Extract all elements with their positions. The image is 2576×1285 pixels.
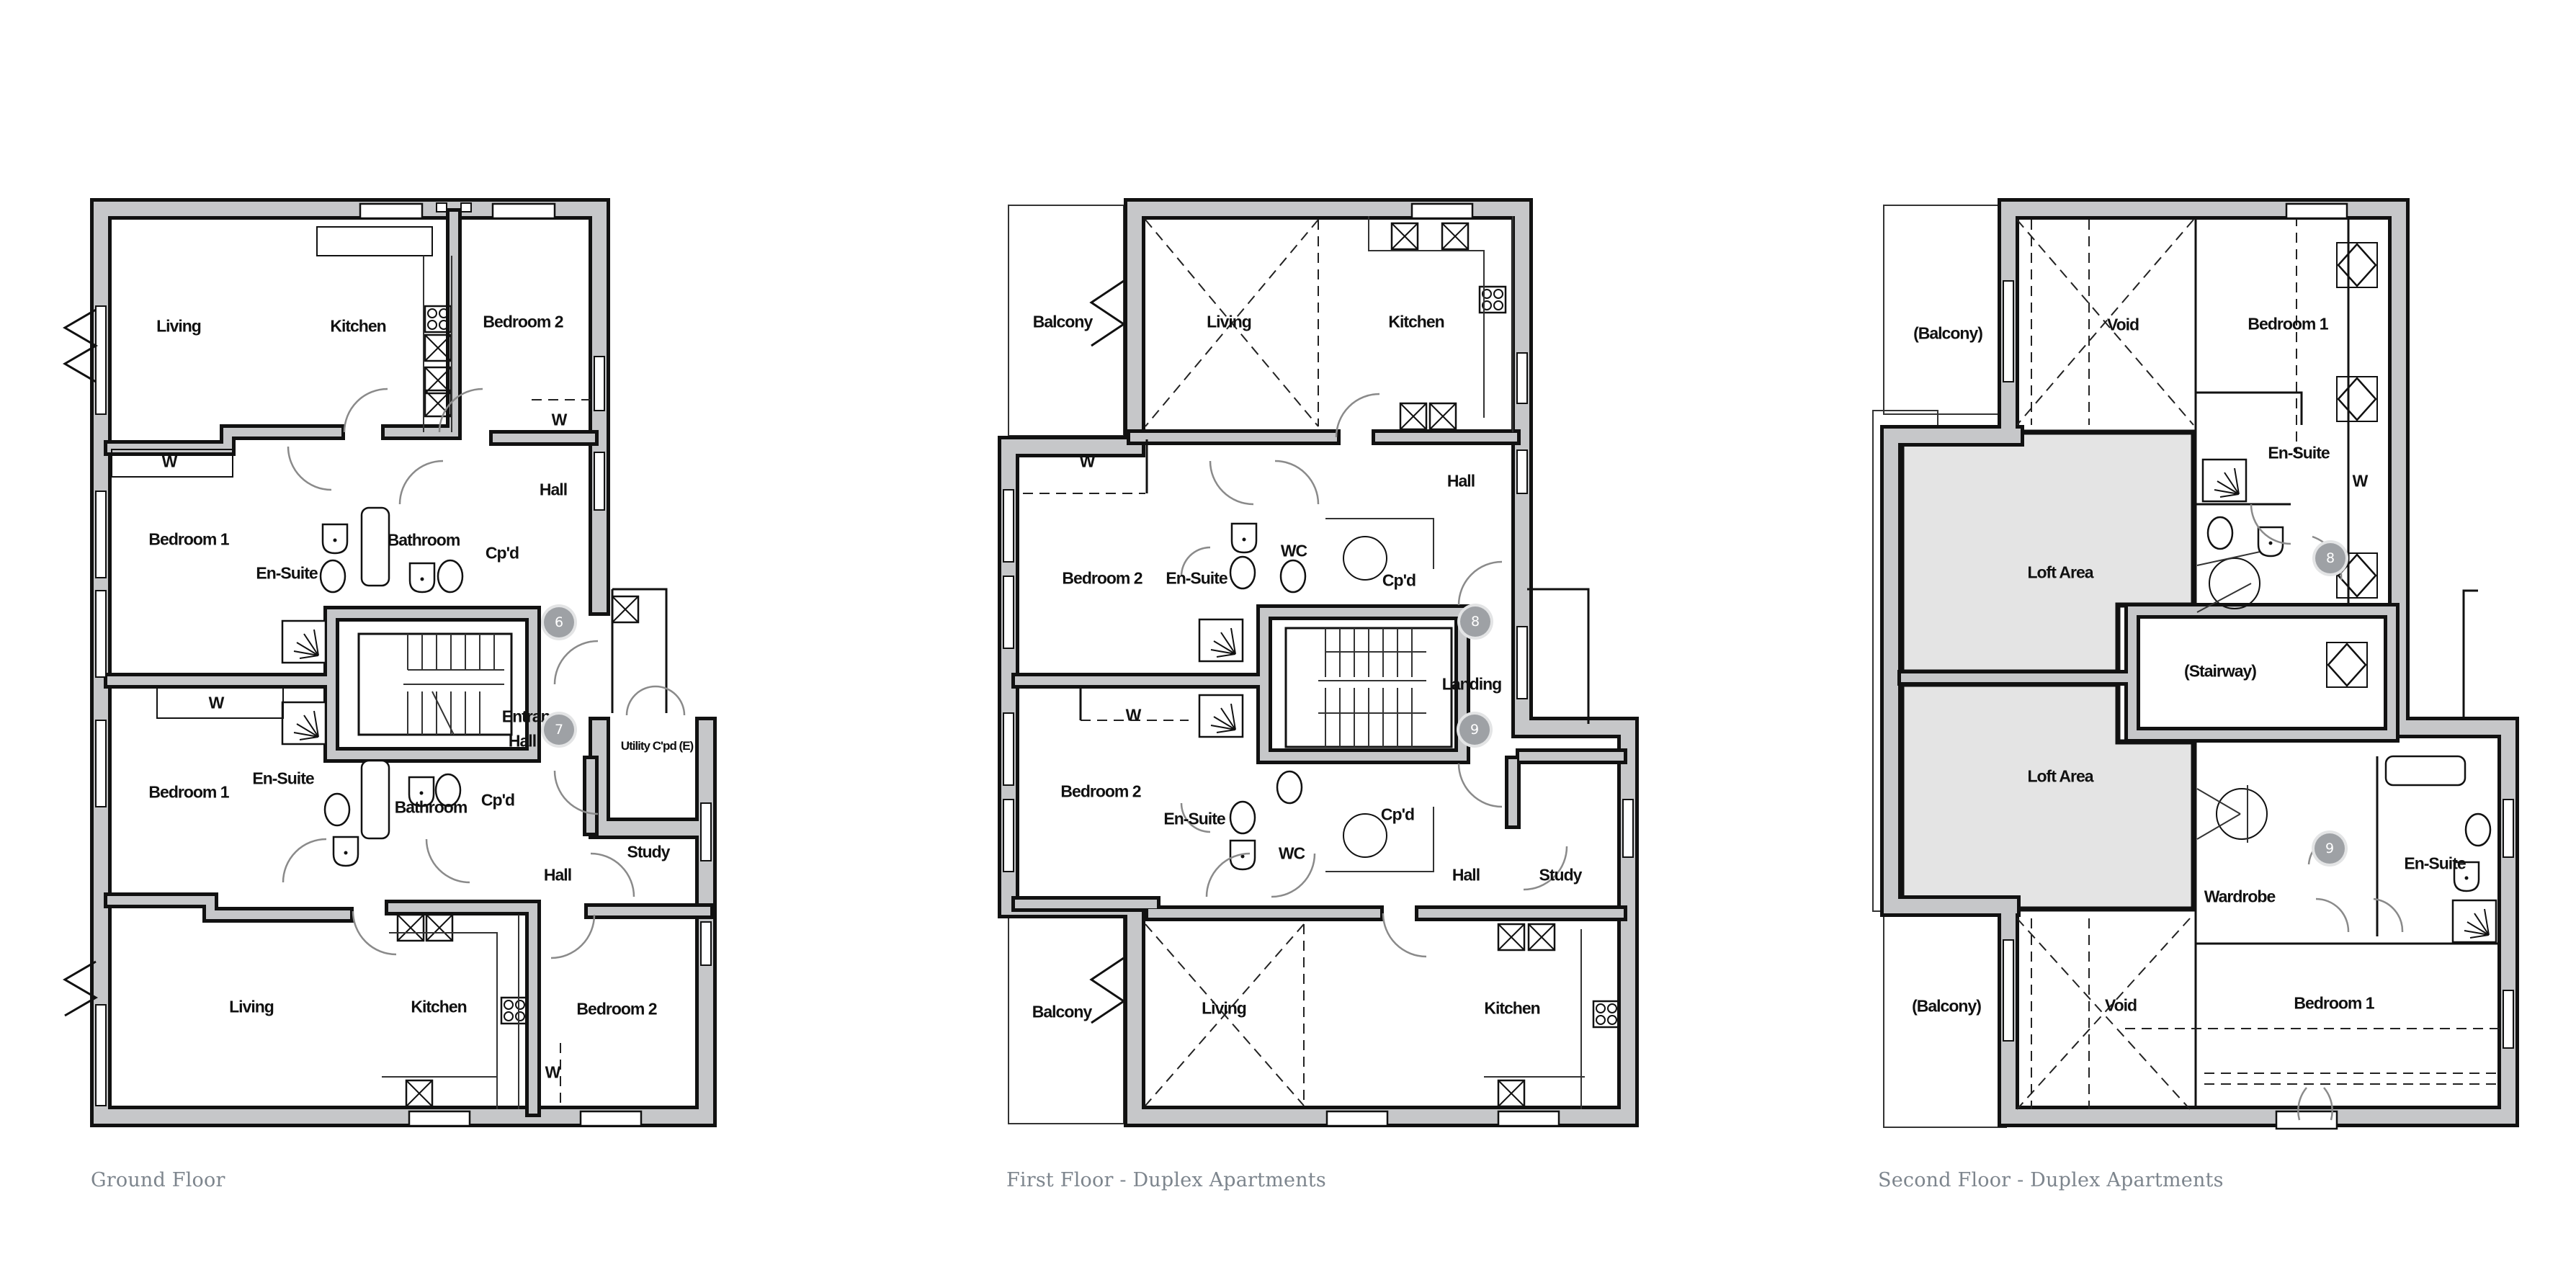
room-label: W (545, 1062, 561, 1082)
plot-number-badge: 7 (544, 715, 574, 745)
room-label: WC (1278, 843, 1305, 863)
room-label: Bedroom 2 (1062, 568, 1142, 588)
loft-area-lower (1899, 681, 2196, 912)
room-label: WC (1280, 541, 1307, 560)
room-label: Landing (1441, 674, 1502, 694)
room-label: Cp'd (480, 790, 515, 810)
first-floor-caption: First Floor - Duplex Apartments (1006, 1169, 1326, 1191)
room-label: W (1125, 705, 1142, 725)
room-label: Kitchen (1484, 998, 1540, 1018)
room-label: Bedroom 2 (576, 999, 657, 1018)
room-label: Bathroom (387, 530, 461, 550)
room-label: En-Suite (2268, 443, 2330, 462)
room-label: Kitchen (411, 997, 467, 1016)
room-label: En-Suite (2404, 854, 2466, 873)
room-label: Study (1539, 865, 1583, 885)
room-label: W (161, 452, 178, 471)
room-label: Cp'd (1380, 805, 1415, 824)
room-label: Void (2106, 315, 2139, 334)
room-label: En-Suite (1166, 568, 1227, 588)
room-label: Loft Area (2027, 766, 2093, 786)
room-label: (Balcony) (1913, 323, 1983, 343)
room-label: Bedroom 1 (148, 782, 229, 802)
ground-floor-plan (63, 198, 717, 1127)
room-label: Balcony (1032, 312, 1093, 331)
plot-number-badge: 8 (1460, 606, 1490, 637)
room-label: Bedroom 1 (2294, 993, 2374, 1013)
room-label: W (2352, 471, 2369, 491)
room-label: Cp'd (485, 543, 519, 563)
plot-number-badge: 6 (544, 607, 574, 637)
room-label: Void (2104, 995, 2137, 1015)
room-label: Bedroom 1 (2248, 314, 2328, 333)
room-label: W (208, 693, 225, 712)
room-label: (Stairway) (2184, 661, 2257, 681)
room-label: Bedroom 2 (1060, 782, 1141, 801)
room-label: Kitchen (1388, 312, 1444, 331)
plot-number-badge: 8 (2315, 543, 2345, 573)
room-label: Hall (543, 865, 572, 885)
room-label: Living (1207, 312, 1252, 331)
room-label: Balcony (1032, 1002, 1092, 1021)
room-label: Cp'd (1382, 570, 1416, 590)
second-floor-plan (1872, 198, 2519, 1130)
room-label: W (1079, 452, 1096, 471)
room-label: En-Suite (252, 769, 314, 788)
room-label: (Balcony) (1912, 996, 1982, 1016)
loft-area-upper (1899, 429, 2196, 675)
room-label: Kitchen (330, 316, 386, 336)
room-label: Hall (1452, 865, 1480, 885)
room-label: En-Suite (256, 563, 318, 583)
first-floor-plan (998, 198, 1639, 1127)
ground-floor-caption: Ground Floor (91, 1169, 225, 1191)
room-label: Hall (508, 731, 537, 751)
room-label: Living (229, 997, 274, 1016)
room-label: Bedroom 1 (148, 529, 229, 549)
room-label: Living (156, 316, 202, 336)
room-label: W (551, 410, 568, 429)
room-label: Loft Area (2027, 563, 2093, 582)
room-label: Bedroom 2 (483, 312, 563, 331)
room-label: Wardrobe (2204, 887, 2276, 906)
room-label: Study (627, 842, 671, 861)
room-label: Utility C'pd (E) (620, 739, 694, 753)
room-label: En-Suite (1163, 809, 1225, 828)
plot-number-badge: 9 (2315, 833, 2345, 864)
room-label: Living (1202, 998, 1247, 1018)
plot-number-badge: 9 (1459, 715, 1490, 745)
room-label: Bathroom (394, 797, 468, 817)
room-label: Hall (1446, 471, 1475, 491)
second-floor-caption: Second Floor - Duplex Apartments (1878, 1169, 2224, 1191)
room-label: Hall (539, 480, 568, 499)
